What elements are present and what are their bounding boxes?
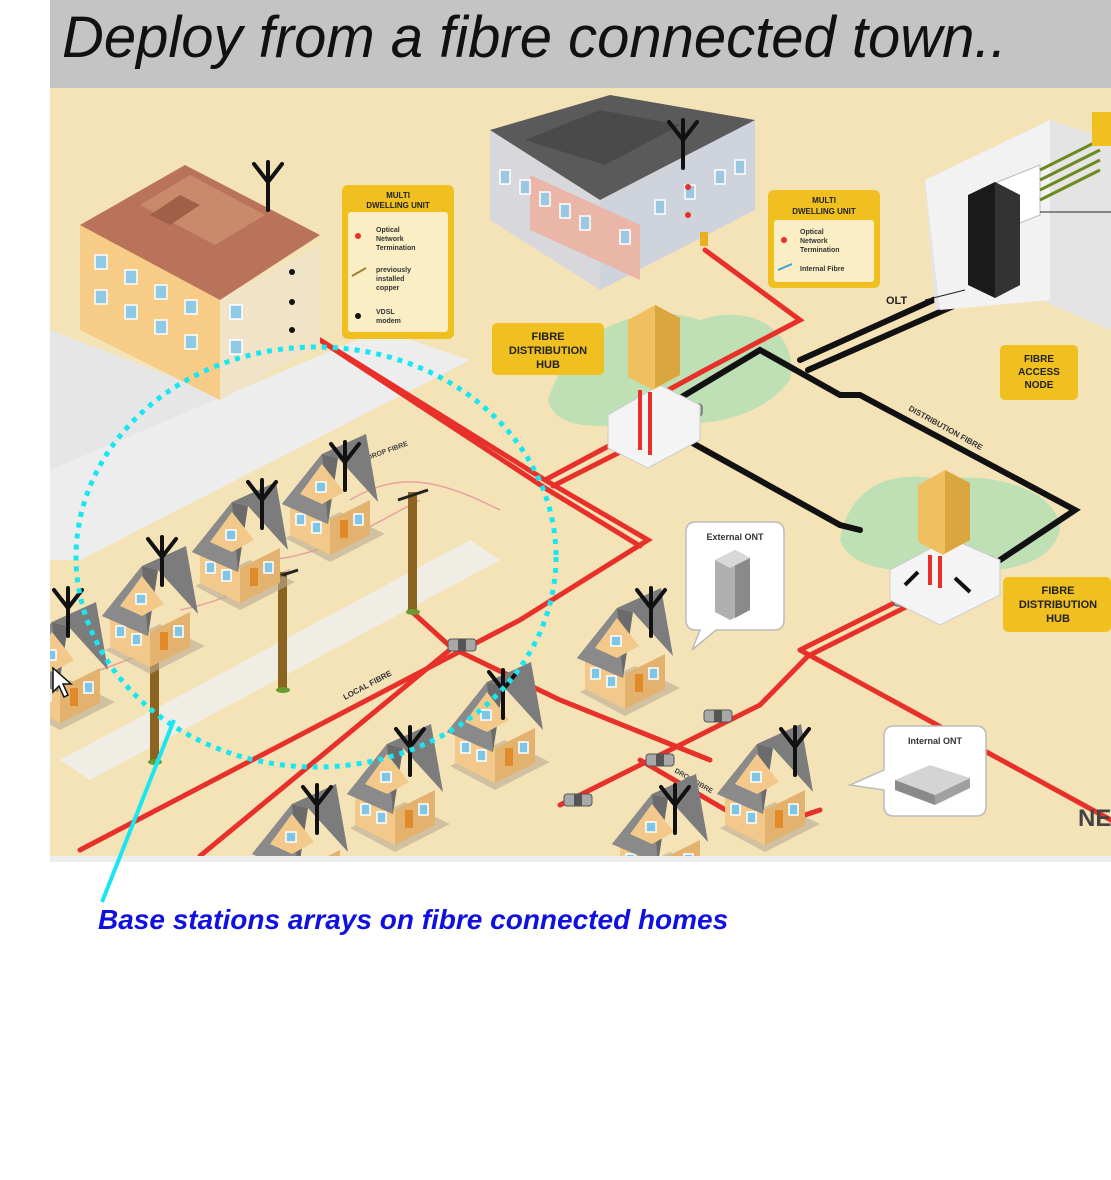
mdu-left-item: VDSL xyxy=(376,309,395,316)
title-bar xyxy=(50,0,1111,88)
internal-ont-callout: Internal ONT xyxy=(847,725,987,817)
fdh-right-label-line: FIBRE xyxy=(1042,585,1075,597)
mdu-left-item: modem xyxy=(376,318,401,325)
fibre-access-node-label: FIBRE ACCESS NODE xyxy=(1000,345,1078,400)
mdu-left-label: MULTI DWELLING UNIT Optical Network Term… xyxy=(342,185,454,339)
fan-label-line: ACCESS xyxy=(1018,367,1060,378)
olt-label: OLT xyxy=(886,295,907,307)
fibre-distribution-hub-right xyxy=(889,470,1001,626)
fdh-right-label: FIBRE DISTRIBUTION HUB xyxy=(1003,577,1111,632)
mdu-left-heading-1: MULTI xyxy=(386,191,410,200)
external-ont-callout: External ONT xyxy=(685,521,785,651)
logo-partial: NE xyxy=(1078,805,1111,832)
fibre-joint xyxy=(703,709,733,723)
base-station-highlight-circle xyxy=(73,344,559,770)
mdu-right-label: MULTI DWELLING UNIT Optical Network Term… xyxy=(768,190,880,288)
external-ont-label: External ONT xyxy=(706,532,764,542)
mdu-right-item: Internal Fibre xyxy=(800,266,844,273)
mdu-left-item: Termination xyxy=(376,245,416,252)
fdh-left-label-line: DISTRIBUTION xyxy=(509,345,587,357)
fdh-right-label-line: DISTRIBUTION xyxy=(1019,599,1097,611)
internal-ont-label: Internal ONT xyxy=(908,736,963,746)
mdu-left-building xyxy=(80,165,320,400)
fan-label-line: FIBRE xyxy=(1024,354,1054,365)
fibre-joint xyxy=(447,638,477,652)
mdu-right-item: Network xyxy=(800,238,828,245)
page-title: Deploy from a fibre connected town.. xyxy=(62,5,1007,70)
mouse-cursor-icon xyxy=(52,666,73,699)
fibre-access-node-building xyxy=(924,112,1111,330)
fibre-joint xyxy=(645,753,675,767)
mdu-right-building xyxy=(490,95,755,290)
fdh-right-label-line: HUB xyxy=(1046,613,1070,625)
mdu-left-item: previously xyxy=(376,267,411,274)
fibre-distribution-hub-left xyxy=(607,305,701,469)
fdh-left-label-line: FIBRE xyxy=(532,331,565,343)
fdh-left-label: FIBRE DISTRIBUTION HUB xyxy=(492,323,604,375)
mdu-right-item: Optical xyxy=(800,229,824,236)
mdu-right-heading-2: DWELLING UNIT xyxy=(792,207,856,216)
caption-text: Base stations arrays on fibre connected … xyxy=(98,904,729,935)
caption-pointer-line xyxy=(100,719,176,903)
mdu-left-item: installed xyxy=(376,276,404,283)
mdu-right-item: Termination xyxy=(800,247,840,254)
mdu-left-item: Optical xyxy=(376,227,400,234)
mdu-left-item: copper xyxy=(376,285,400,292)
fibre-joint xyxy=(563,793,593,807)
mdu-left-item: Network xyxy=(376,236,404,243)
fdh-left-label-line: HUB xyxy=(536,359,560,371)
fan-label-line: NODE xyxy=(1025,380,1054,391)
mdu-left-heading-2: DWELLING UNIT xyxy=(366,201,430,210)
mdu-right-heading-1: MULTI xyxy=(812,196,836,205)
